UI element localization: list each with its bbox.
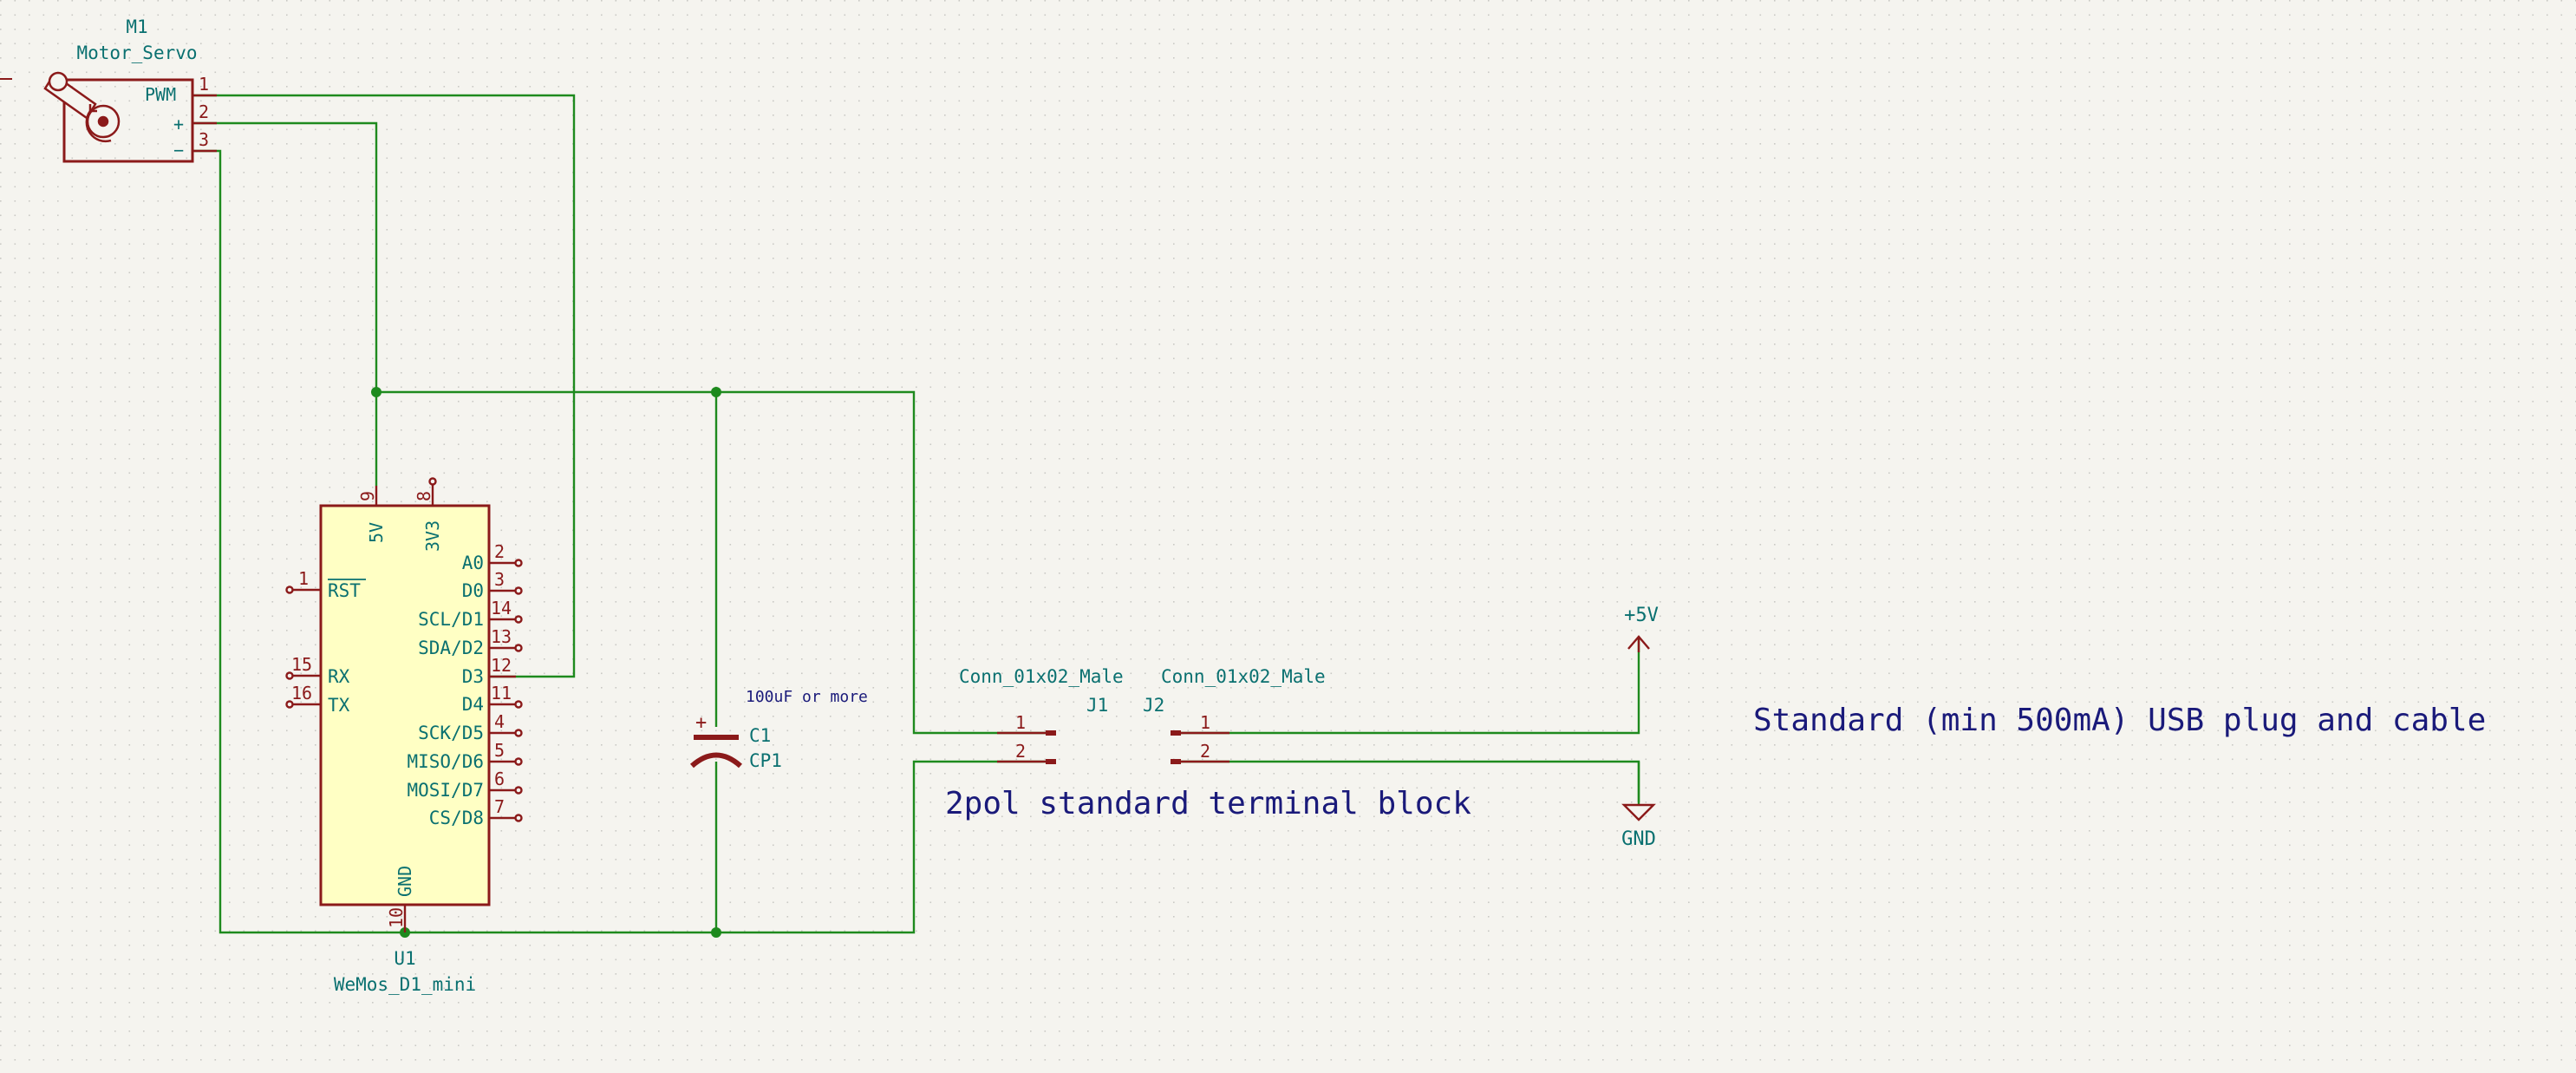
mcu-pin-d1-number: 14: [491, 598, 512, 618]
mcu-u1[interactable]: 5V 9 3V3 8 GND 10 RST 1 RX 15 TX 16: [285, 477, 523, 996]
mcu-pin-rx-name: RX: [328, 666, 350, 687]
mcu-pin-d0-name: D0: [462, 580, 484, 601]
j2-pin-2-number: 2: [1200, 741, 1210, 762]
servo-body: [62, 78, 194, 163]
mcu-pin-tx-name: TX: [328, 695, 350, 716]
gnd-symbol[interactable]: GND: [1621, 762, 1656, 850]
servo-pin-3-number: 3: [199, 129, 209, 150]
mcu-pin-d7-number: 6: [494, 769, 505, 789]
mcu-pin-3v3-name: 3V3: [422, 520, 443, 552]
junction-dot: [711, 387, 721, 397]
mcu-pin-d6-number: 5: [494, 740, 505, 761]
mcu-pin-a0-name: A0: [462, 553, 484, 573]
power-5v-label: +5V: [1624, 605, 1659, 626]
mcu-pin-d4-name: D4: [462, 694, 484, 715]
mcu-pin-rx-number: 15: [291, 654, 312, 675]
mcu-pin-d8-number: 7: [494, 796, 505, 817]
servo-m1[interactable]: PWM + − 1 2 3 M1 Motor_Servo: [0, 16, 217, 163]
servo-value: Motor_Servo: [76, 43, 197, 63]
mcu-pin-gnd-number: 10: [386, 907, 407, 928]
mcu-pin-d3-name: D3: [462, 666, 484, 687]
capacitor-plus-mark: +: [695, 712, 707, 734]
terminal-block-note: 2pol standard terminal block: [945, 786, 1471, 821]
mcu-pin-3v3-number: 8: [414, 491, 434, 501]
capacitor-c1[interactable]: + C1 CP1 100uF or more: [690, 688, 868, 771]
mcu-body: [319, 504, 491, 906]
capacitor-value: CP1: [749, 750, 782, 771]
capacitor-note: 100uF or more: [746, 688, 868, 706]
mcu-pin-d2-name: SDA/D2: [418, 638, 484, 658]
usb-cable-note: Standard (min 500mA) USB plug and cable: [1753, 703, 2486, 738]
servo-pin-plus-label: +: [173, 114, 184, 134]
servo-pin-2-number: 2: [199, 101, 209, 122]
mcu-pin-d5-name: SCK/D5: [418, 723, 484, 743]
mcu-pin-d5-number: 4: [494, 711, 505, 732]
mcu-pin-tx-number: 16: [291, 683, 312, 703]
servo-pin-minus-label: −: [173, 140, 184, 160]
mcu-pin-d8-name: CS/D8: [429, 808, 484, 828]
gnd-label: GND: [1621, 828, 1656, 850]
connector-j1[interactable]: 1 2 Conn_01x02_Male J1: [959, 666, 1124, 764]
servo-icon: [43, 71, 121, 143]
power-5v-symbol[interactable]: +5V: [1624, 605, 1659, 652]
mcu-pin-d7-name: MOSI/D7: [407, 780, 484, 801]
j1-reference: J1: [1086, 695, 1108, 716]
junction-dot: [371, 387, 382, 397]
mcu-pin-d3-number: 12: [491, 655, 512, 676]
mcu-pin-a0-number: 2: [494, 541, 505, 562]
wire-pwm-to-d3[interactable]: [192, 94, 576, 678]
mcu-pin-5v-number: 9: [357, 491, 378, 501]
mcu-pin-d0-number: 3: [494, 569, 505, 590]
connector-j2[interactable]: 1 2 Conn_01x02_Male J2: [1143, 666, 1326, 764]
mcu-reference: U1: [394, 948, 415, 969]
servo-pin-1-number: 1: [199, 74, 209, 95]
capacitor-reference: C1: [749, 725, 771, 746]
mcu-value: WeMos_D1_mini: [334, 974, 476, 995]
mcu-pin-d6-name: MISO/D6: [407, 751, 484, 772]
mcu-pin-d2-number: 13: [491, 626, 512, 647]
wire-servo-plus[interactable]: [192, 121, 378, 392]
j2-reference: J2: [1143, 695, 1164, 716]
servo-reference: M1: [126, 16, 147, 37]
mcu-pin-d1-name: SCL/D1: [418, 609, 484, 630]
junction-dot: [711, 927, 721, 938]
j1-value: Conn_01x02_Male: [959, 666, 1124, 687]
mcu-pin-rst-name: RST: [328, 580, 361, 601]
mcu-pin-gnd-name: GND: [395, 866, 415, 897]
j1-pin-2-number: 2: [1015, 741, 1026, 762]
j1-pin-1-number: 1: [1015, 712, 1026, 733]
mcu-pin-rst-number: 1: [298, 568, 309, 589]
wire-j2-pin1-to-5v[interactable]: [1171, 638, 1640, 735]
mcu-pin-5v-name: 5V: [366, 522, 387, 543]
j2-pin-1-number: 1: [1200, 712, 1210, 733]
j2-value: Conn_01x02_Male: [1161, 666, 1326, 687]
servo-pin-pwm-label: PWM: [145, 84, 176, 105]
wire-5v-rail[interactable]: [376, 390, 1056, 735]
mcu-pin-d4-number: 11: [491, 683, 512, 703]
